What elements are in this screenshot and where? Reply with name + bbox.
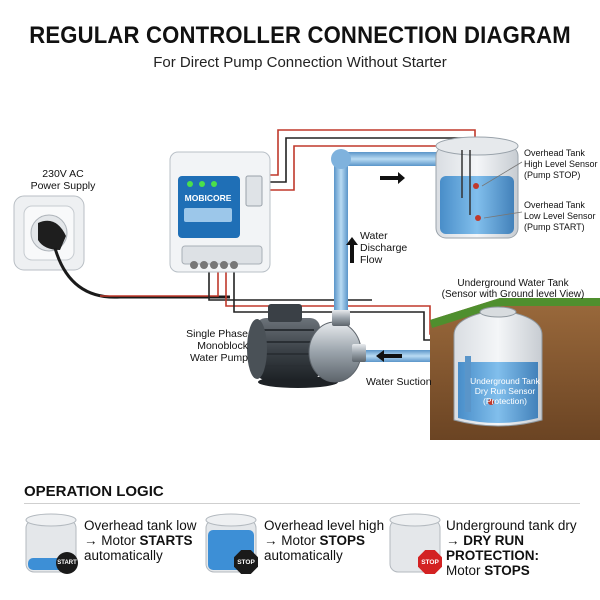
- diagram-title: REGULAR CONTROLLER CONNECTION DIAGRAM: [29, 22, 571, 49]
- wall-socket: [13, 195, 85, 271]
- start-badge: START: [56, 552, 78, 574]
- suction-label: Water Suction: [366, 376, 432, 388]
- diagram-subtitle: For Direct Pump Connection Without Start…: [153, 54, 447, 71]
- overhead-tank: [435, 136, 523, 239]
- underground-tank-title: Underground Water Tank(Sensor with Groun…: [441, 278, 585, 300]
- dry-run-stop-badge: STOP: [418, 550, 442, 574]
- stop-badge: STOP: [234, 550, 258, 574]
- underground-tank: [430, 298, 600, 440]
- operation-logic-heading: OPERATION LOGIC: [24, 483, 164, 500]
- connection-diagram: MOBICORE: [13, 129, 600, 440]
- divider: [24, 503, 580, 504]
- water-pump: [247, 304, 366, 388]
- flow-arrows: [346, 172, 405, 362]
- operation-item-start: START Overhead tank low → Motor STARTS a…: [22, 512, 202, 592]
- controller-brand: MOBICORE: [185, 193, 232, 203]
- operation-item-stop: STOP Overhead level high → Motor STOPS a…: [202, 512, 392, 592]
- power-cable: [53, 247, 230, 299]
- operation-item-dry-run: STOP Underground tank dry → DRY RUN PROT…: [386, 512, 598, 592]
- discharge-pipe: [331, 149, 440, 314]
- controller-unit: MOBICORE: [169, 151, 271, 273]
